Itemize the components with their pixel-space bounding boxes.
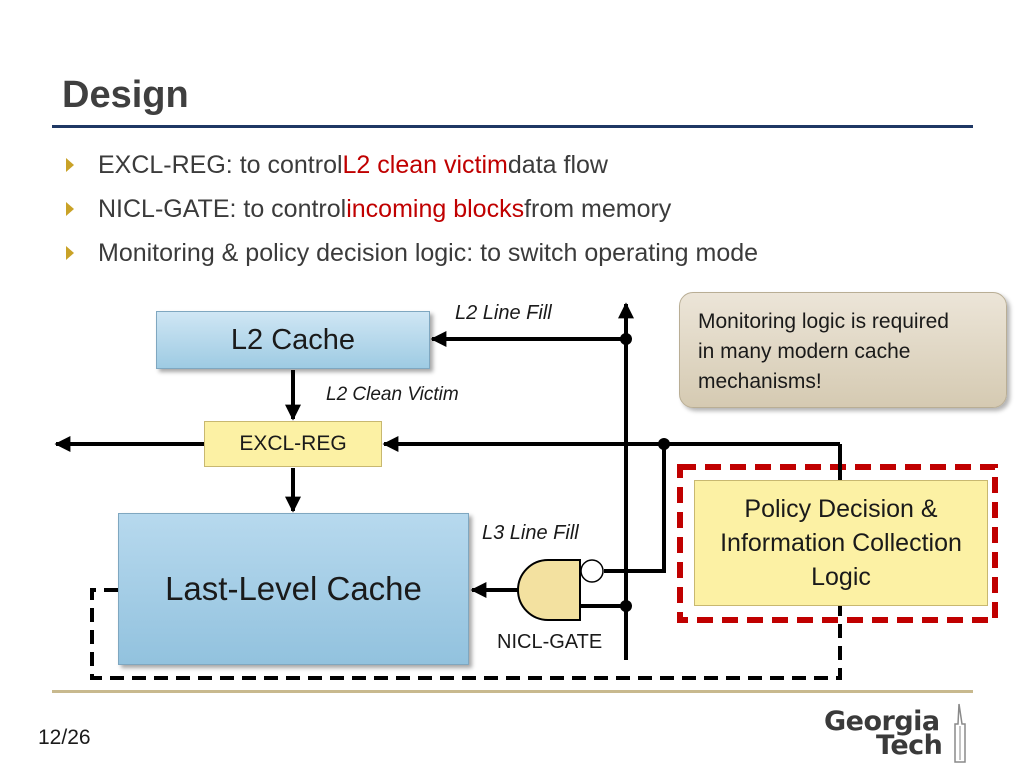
title-rule <box>52 125 973 128</box>
monitoring-callout: Monitoring logic is required in many mod… <box>679 292 1007 408</box>
callout-line: in many modern cache <box>698 340 911 363</box>
l2-cache-box: L2 Cache <box>156 311 430 369</box>
bullet-list: EXCL-REG: to control L2 clean victim dat… <box>66 143 758 275</box>
bullet-item: Monitoring & policy decision logic: to s… <box>66 231 758 275</box>
l2-line-fill-label: L2 Line Fill <box>455 302 552 324</box>
bullet-text: NICL-GATE: to control <box>98 194 347 223</box>
bullet-text-end: data flow <box>507 150 608 179</box>
callout-line: Monitoring logic is required <box>698 310 949 333</box>
policy-line: Logic <box>811 563 871 591</box>
l2-clean-victim-label: L2 Clean Victim <box>326 384 459 405</box>
bullet-item: EXCL-REG: to control L2 clean victim dat… <box>66 143 758 187</box>
policy-logic-box: Policy Decision & Information Collection… <box>694 480 988 606</box>
policy-dashed-border <box>677 464 998 623</box>
policy-line: Policy Decision & <box>744 495 938 523</box>
bullet-text: EXCL-REG: to control <box>98 150 343 179</box>
gate-junction <box>620 600 632 612</box>
footer-rule <box>52 690 973 693</box>
bullet-text: Monitoring & policy decision logic: to s… <box>98 238 759 267</box>
llc-box: Last-Level Cache <box>118 513 469 665</box>
tech-tower-icon <box>954 703 966 763</box>
nicl-gate-label: NICL-GATE <box>497 631 603 653</box>
l3-line-fill-label: L3 Line Fill <box>482 522 579 544</box>
control-dashed-path <box>90 588 842 680</box>
logo-line-2: Tech <box>876 730 943 761</box>
slide-title: Design <box>62 74 189 116</box>
gate-control-wire <box>604 444 666 573</box>
bullet-highlight: incoming blocks <box>346 194 525 223</box>
bullet-item: NICL-GATE: to control incoming blocks fr… <box>66 187 758 231</box>
bullet-text-end: from memory <box>524 194 672 223</box>
bullet-arrow-icon <box>66 246 74 260</box>
logo-line-1: Georgia <box>824 706 940 737</box>
page-number: 12/26 <box>38 726 91 749</box>
bullet-highlight: L2 clean victim <box>342 150 508 179</box>
excl-reg-box: EXCL-REG <box>204 421 382 467</box>
gate-invert-bubble <box>580 559 604 583</box>
nicl-gate-symbol <box>517 559 581 621</box>
callout-line: mechanisms! <box>698 370 822 393</box>
bullet-arrow-icon <box>66 158 74 172</box>
bullet-arrow-icon <box>66 202 74 216</box>
l2-fill-junction <box>620 333 632 345</box>
policy-line: Information Collection <box>720 529 962 557</box>
